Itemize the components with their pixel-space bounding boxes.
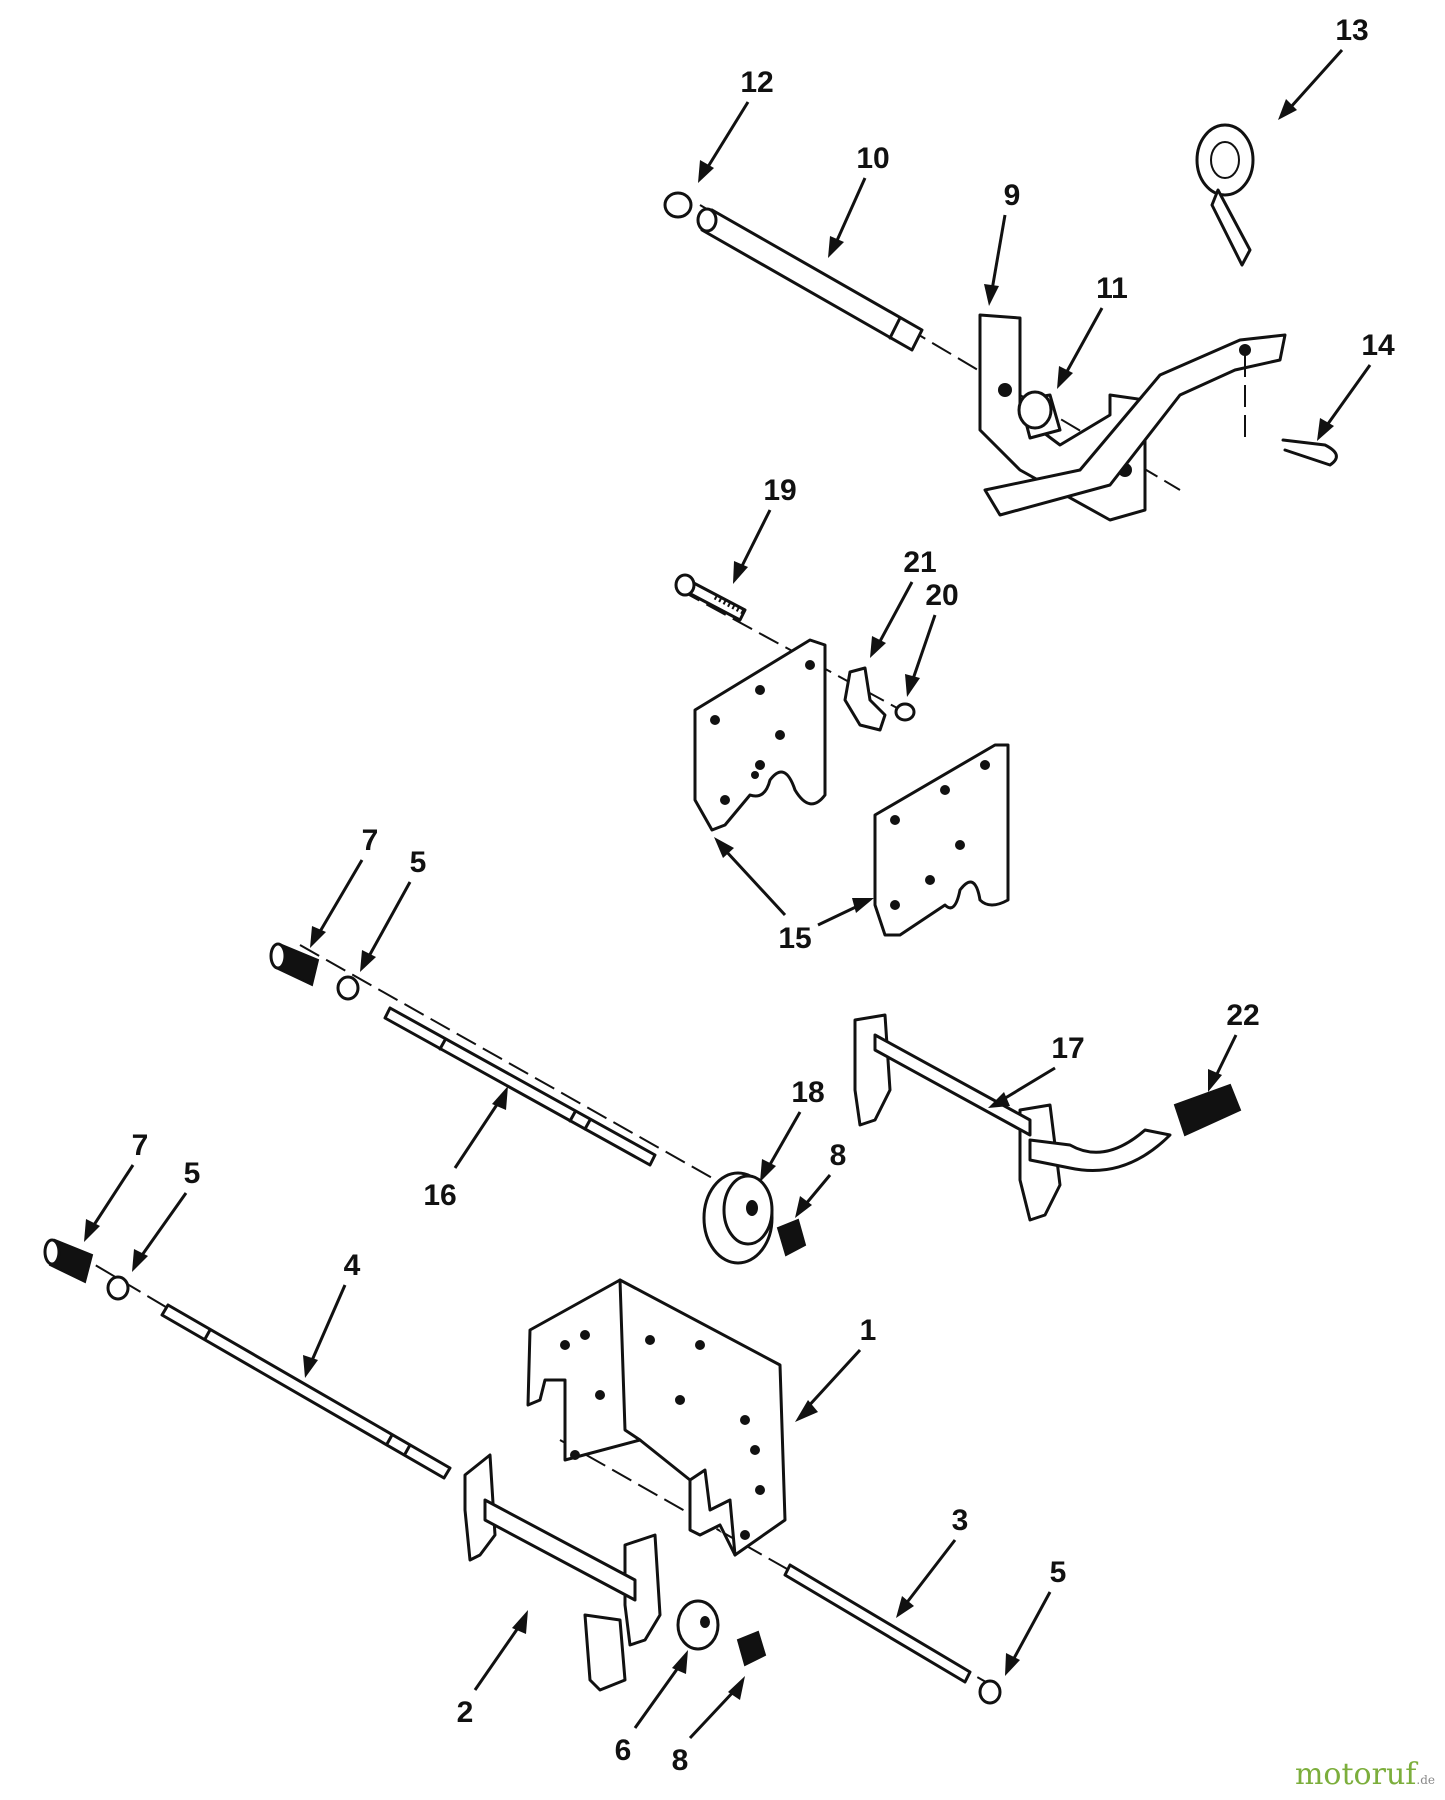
callout-number: 18 bbox=[791, 1076, 824, 1109]
callout-5b: 5 bbox=[132, 1157, 200, 1272]
callout-5a: 5 bbox=[360, 846, 426, 972]
part-12-retaining-ring bbox=[663, 191, 693, 219]
callout-number: 5 bbox=[1050, 1556, 1067, 1589]
callout-7b: 7 bbox=[84, 1129, 148, 1242]
callout-number: 14 bbox=[1361, 329, 1395, 362]
callout-16: 16 bbox=[423, 1086, 508, 1212]
part-15-plate-upper bbox=[693, 638, 827, 832]
callout-number: 5 bbox=[410, 846, 427, 879]
part-15-plate-lower bbox=[873, 743, 1010, 937]
part-10-pivot-pin bbox=[696, 207, 924, 352]
part-5-washer-right bbox=[978, 1679, 1002, 1705]
callout-number: 22 bbox=[1226, 999, 1259, 1032]
callout-8a: 8 bbox=[795, 1139, 846, 1218]
callout-number: 16 bbox=[423, 1179, 456, 1212]
callout-8b: 8 bbox=[672, 1676, 745, 1777]
callout-number: 12 bbox=[740, 66, 773, 99]
callout-number: 21 bbox=[903, 546, 936, 579]
callout-number: 5 bbox=[184, 1157, 201, 1190]
part-3-shaft bbox=[783, 1563, 972, 1684]
part-17-crank-handle bbox=[853, 1013, 1172, 1222]
part-2-lift-bracket bbox=[463, 1453, 662, 1692]
part-18-pulley bbox=[702, 1171, 774, 1265]
middle-shaft-assembly bbox=[269, 942, 1242, 1265]
callout-19: 19 bbox=[733, 474, 797, 584]
part-20-nut bbox=[894, 702, 916, 722]
callout-18: 18 bbox=[760, 1076, 825, 1182]
watermark-brand: motoruf bbox=[1294, 1757, 1417, 1792]
callout-22: 22 bbox=[1208, 999, 1260, 1092]
part-1-main-bracket bbox=[526, 1278, 787, 1557]
callout-number: 3 bbox=[952, 1504, 969, 1537]
part-5-washer-upper bbox=[336, 975, 360, 1001]
part-22-handle-grip bbox=[1173, 1083, 1242, 1137]
part-19-bolt bbox=[674, 573, 747, 622]
watermark-logo: motoruf.de bbox=[1295, 1757, 1435, 1792]
lower-shaft-assembly bbox=[43, 1238, 1002, 1705]
callout-number: 11 bbox=[1096, 272, 1128, 305]
part-7-spring-lower bbox=[43, 1238, 94, 1284]
part-13-hitch-pin bbox=[1195, 123, 1255, 267]
callout-3: 3 bbox=[896, 1504, 968, 1618]
callout-number: 8 bbox=[830, 1139, 847, 1172]
part-16-shaft bbox=[383, 1006, 657, 1167]
callout-6: 6 bbox=[615, 1650, 688, 1767]
callout-number: 4 bbox=[344, 1249, 361, 1282]
callout-15: 15 bbox=[714, 837, 874, 955]
callout-number: 20 bbox=[925, 579, 958, 612]
callout-number: 10 bbox=[856, 142, 889, 175]
callout-number: 8 bbox=[672, 1744, 689, 1777]
callout-number: 13 bbox=[1335, 14, 1368, 47]
callout-20: 20 bbox=[905, 579, 959, 697]
part-5-washer-left bbox=[106, 1275, 130, 1301]
part-21-clip bbox=[843, 666, 887, 732]
callout-2: 2 bbox=[457, 1610, 528, 1729]
callout-1: 1 bbox=[795, 1314, 876, 1422]
callout-21: 21 bbox=[870, 546, 937, 658]
part-8-cap-nut-lower bbox=[736, 1630, 767, 1667]
lift-lever-arm bbox=[983, 333, 1287, 517]
mounting-plate-assembly bbox=[674, 573, 1010, 937]
callout-number: 19 bbox=[763, 474, 796, 507]
callout-number: 1 bbox=[860, 1314, 877, 1347]
callout-11: 11 bbox=[1057, 272, 1128, 389]
callout-10: 10 bbox=[828, 142, 890, 258]
watermark-suffix: .de bbox=[1416, 1773, 1435, 1787]
part-7-spring-upper bbox=[269, 942, 320, 987]
callout-number: 7 bbox=[362, 824, 379, 857]
lift-lever-assembly bbox=[663, 123, 1338, 522]
callout-number: 6 bbox=[615, 1734, 632, 1767]
callout-5c: 5 bbox=[1005, 1556, 1066, 1676]
callout-4: 4 bbox=[303, 1249, 361, 1378]
callout-number: 2 bbox=[457, 1696, 474, 1729]
callout-7a: 7 bbox=[310, 824, 378, 948]
callout-9: 9 bbox=[984, 179, 1020, 306]
callout-number: 17 bbox=[1051, 1032, 1084, 1065]
callout-number: 7 bbox=[132, 1129, 149, 1162]
callout-number: 9 bbox=[1004, 179, 1021, 212]
part-11-spacer bbox=[1017, 390, 1062, 440]
part-8-cap-nut-upper bbox=[776, 1218, 807, 1257]
part-4-shaft bbox=[160, 1303, 452, 1480]
part-6-spacer bbox=[676, 1599, 720, 1651]
callout-number: 15 bbox=[778, 922, 811, 955]
callout-12: 12 bbox=[698, 66, 774, 183]
callout-13: 13 bbox=[1278, 14, 1369, 120]
callout-14: 14 bbox=[1317, 329, 1395, 441]
callout-17: 17 bbox=[988, 1032, 1085, 1108]
part-14-hairpin-clip bbox=[1281, 438, 1338, 467]
